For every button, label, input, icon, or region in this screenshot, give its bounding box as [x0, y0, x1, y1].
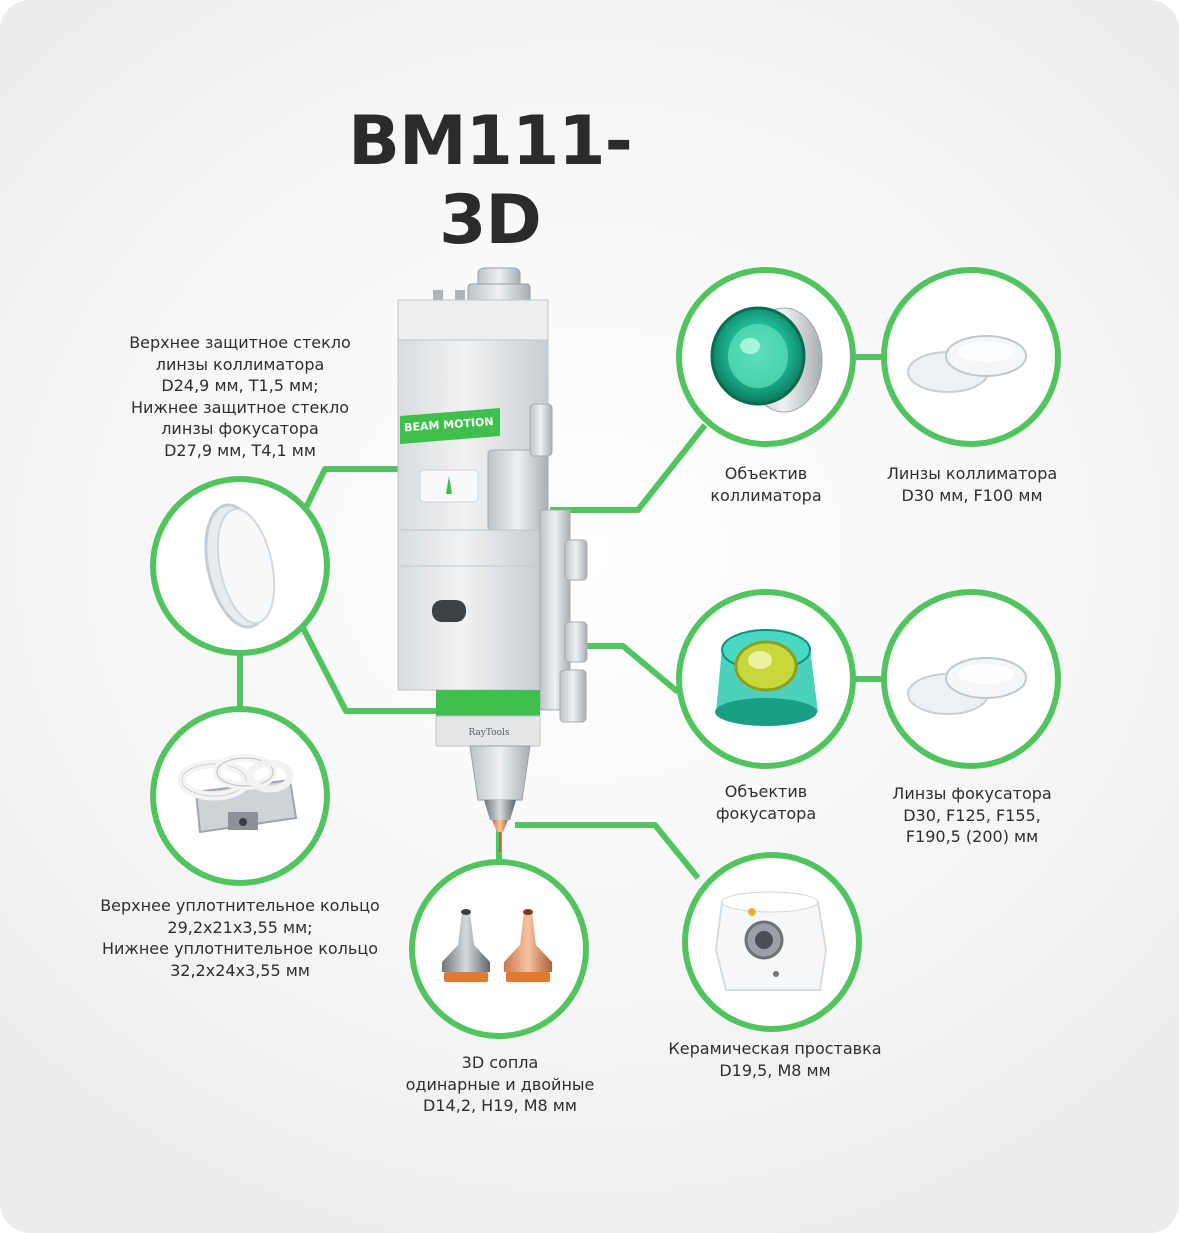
connector-collimator — [550, 423, 708, 513]
label-collimator-objective: Объектив коллиматора — [710, 464, 822, 505]
label-collimator-lenses: Линзы коллиматора D30 мм, F100 мм — [886, 464, 1058, 505]
seal-ring-image — [177, 754, 298, 834]
connector-seal-to-head — [297, 620, 470, 714]
circle-nozzles — [409, 859, 589, 1039]
cutting-head-image — [397, 267, 588, 852]
page-title: BM111-3D — [348, 102, 633, 260]
label-protective-glass: Верхнее защитное стекло линзы коллиматор… — [129, 333, 351, 460]
collimator-objective-image — [710, 306, 823, 413]
label-seal-ring: Верхнее уплотнительное кольцо 29,2x21x3,… — [100, 896, 380, 980]
label-nozzles: 3D сопла одинарные и двойные D14,2, H19,… — [405, 1053, 595, 1115]
connector-focus — [585, 643, 680, 695]
connector-ceramic — [515, 822, 701, 880]
connector-protective-glass — [297, 466, 410, 522]
nozzles-image — [442, 909, 552, 982]
maker-label: RayTools — [468, 728, 510, 738]
ceramic-image — [714, 891, 828, 991]
focus-objective-image — [715, 629, 818, 726]
collimator-lenses-image — [907, 335, 1027, 393]
label-focus-lenses: Линзы фокусатора D30, F125, F155, F190,5… — [892, 784, 1052, 846]
focus-lenses-image — [907, 657, 1027, 715]
label-ceramic: Керамическая проставка D19,5, M8 мм — [668, 1039, 882, 1080]
label-focus-objective: Объектив фокусатора — [715, 782, 817, 823]
protective-glass-image — [204, 503, 276, 629]
